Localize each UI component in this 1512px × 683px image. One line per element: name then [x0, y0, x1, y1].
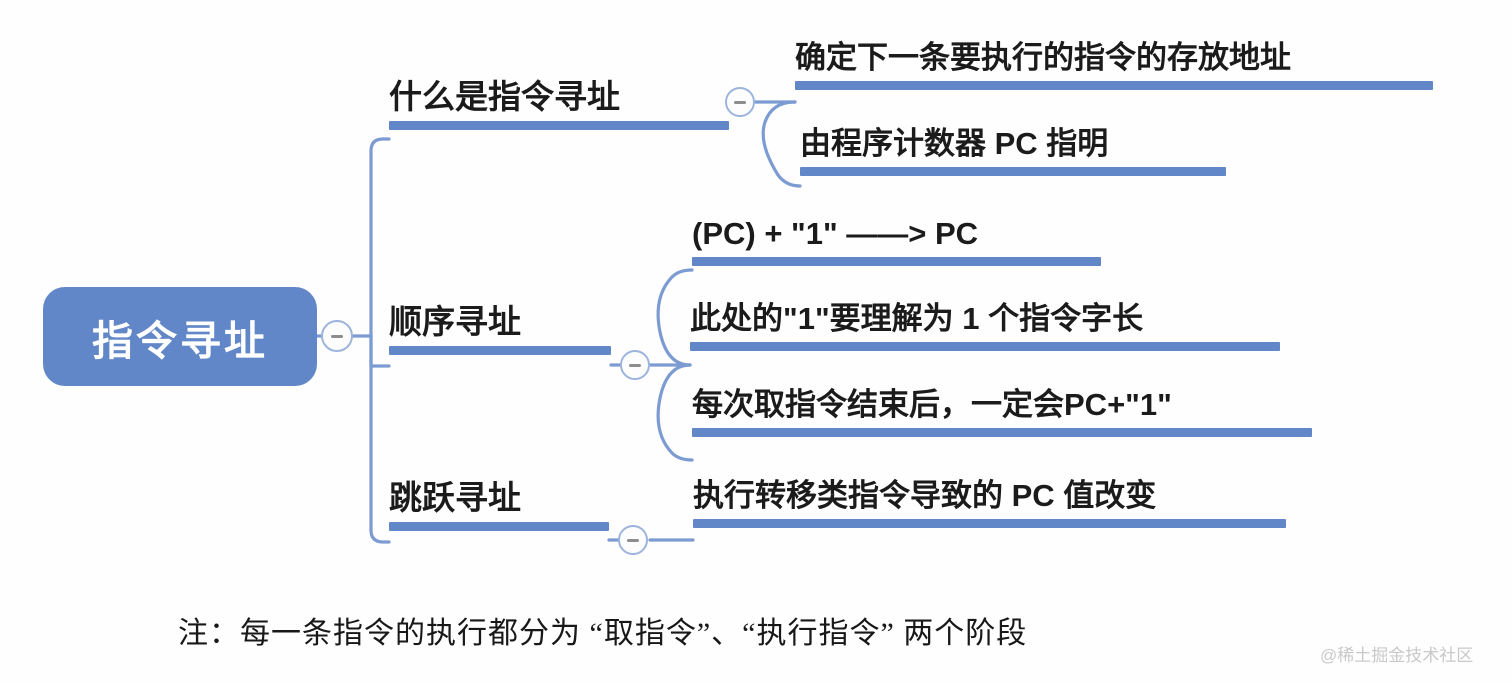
leaf-topic-3-1[interactable]: 执行转移类指令导致的 PC 值改变: [693, 478, 1286, 528]
branch-topic-label: 跳跃寻址: [389, 479, 521, 516]
topic-underline-bar: [692, 427, 1312, 437]
branch-topic-label: 顺序寻址: [389, 303, 521, 340]
topic-underline-bar: [693, 518, 1286, 528]
leaf-topic-label: 确定下一条要执行的指令的存放地址: [795, 40, 1291, 75]
minus-icon: [734, 100, 746, 104]
leaf-topic-label: 此处的"1"要理解为 1 个指令字长: [690, 301, 1144, 336]
topic-underline-bar: [795, 80, 1433, 90]
branch-topic-jump-addressing[interactable]: 跳跃寻址: [389, 479, 609, 531]
leaf-topic-2-2[interactable]: 此处的"1"要理解为 1 个指令字长: [690, 301, 1280, 351]
branch-collapse-toggle-1[interactable]: [725, 87, 755, 117]
topic-underline-bar: [692, 256, 1101, 266]
leaf-topic-label: (PC) + "1" ——> PC: [692, 216, 979, 251]
minus-icon: [627, 538, 639, 542]
branch-topic-label: 什么是指令寻址: [389, 78, 620, 115]
leaf-topic-label: 由程序计数器 PC 指明: [800, 126, 1109, 161]
root-node-label: 指令寻址: [92, 317, 268, 364]
minus-icon: [629, 363, 641, 367]
topic-underline-bar: [800, 166, 1226, 176]
branch-collapse-toggle-2[interactable]: [620, 350, 650, 380]
branch-topic-sequential-addressing[interactable]: 顺序寻址: [389, 303, 611, 355]
leaf-topic-label: 每次取指令结束后，一定会PC+"1": [692, 387, 1172, 422]
branch-topic-what-is-instruction-addressing[interactable]: 什么是指令寻址: [389, 78, 729, 130]
topic-underline-bar: [690, 341, 1280, 351]
leaf-topic-2-3[interactable]: 每次取指令结束后，一定会PC+"1": [692, 387, 1312, 437]
leaf-topic-1-2[interactable]: 由程序计数器 PC 指明: [800, 126, 1226, 176]
minus-icon: [331, 334, 343, 338]
root-collapse-toggle[interactable]: [321, 320, 353, 352]
leaf-topic-1-1[interactable]: 确定下一条要执行的指令的存放地址: [795, 40, 1433, 90]
topic-underline-bar: [389, 521, 609, 531]
leaf-topic-2-1[interactable]: (PC) + "1" ——> PC: [692, 216, 1101, 266]
leaf-topic-label: 执行转移类指令导致的 PC 值改变: [693, 478, 1157, 513]
topic-underline-bar: [389, 345, 611, 355]
branch-collapse-toggle-3[interactable]: [618, 525, 648, 555]
topic-underline-bar: [389, 120, 729, 130]
root-node[interactable]: 指令寻址: [43, 287, 317, 386]
footnote-text: 注：每一条指令的执行都分为 “取指令”、“执行指令” 两个阶段: [178, 617, 1028, 650]
watermark: @稀土掘金技术社区: [1320, 646, 1474, 665]
